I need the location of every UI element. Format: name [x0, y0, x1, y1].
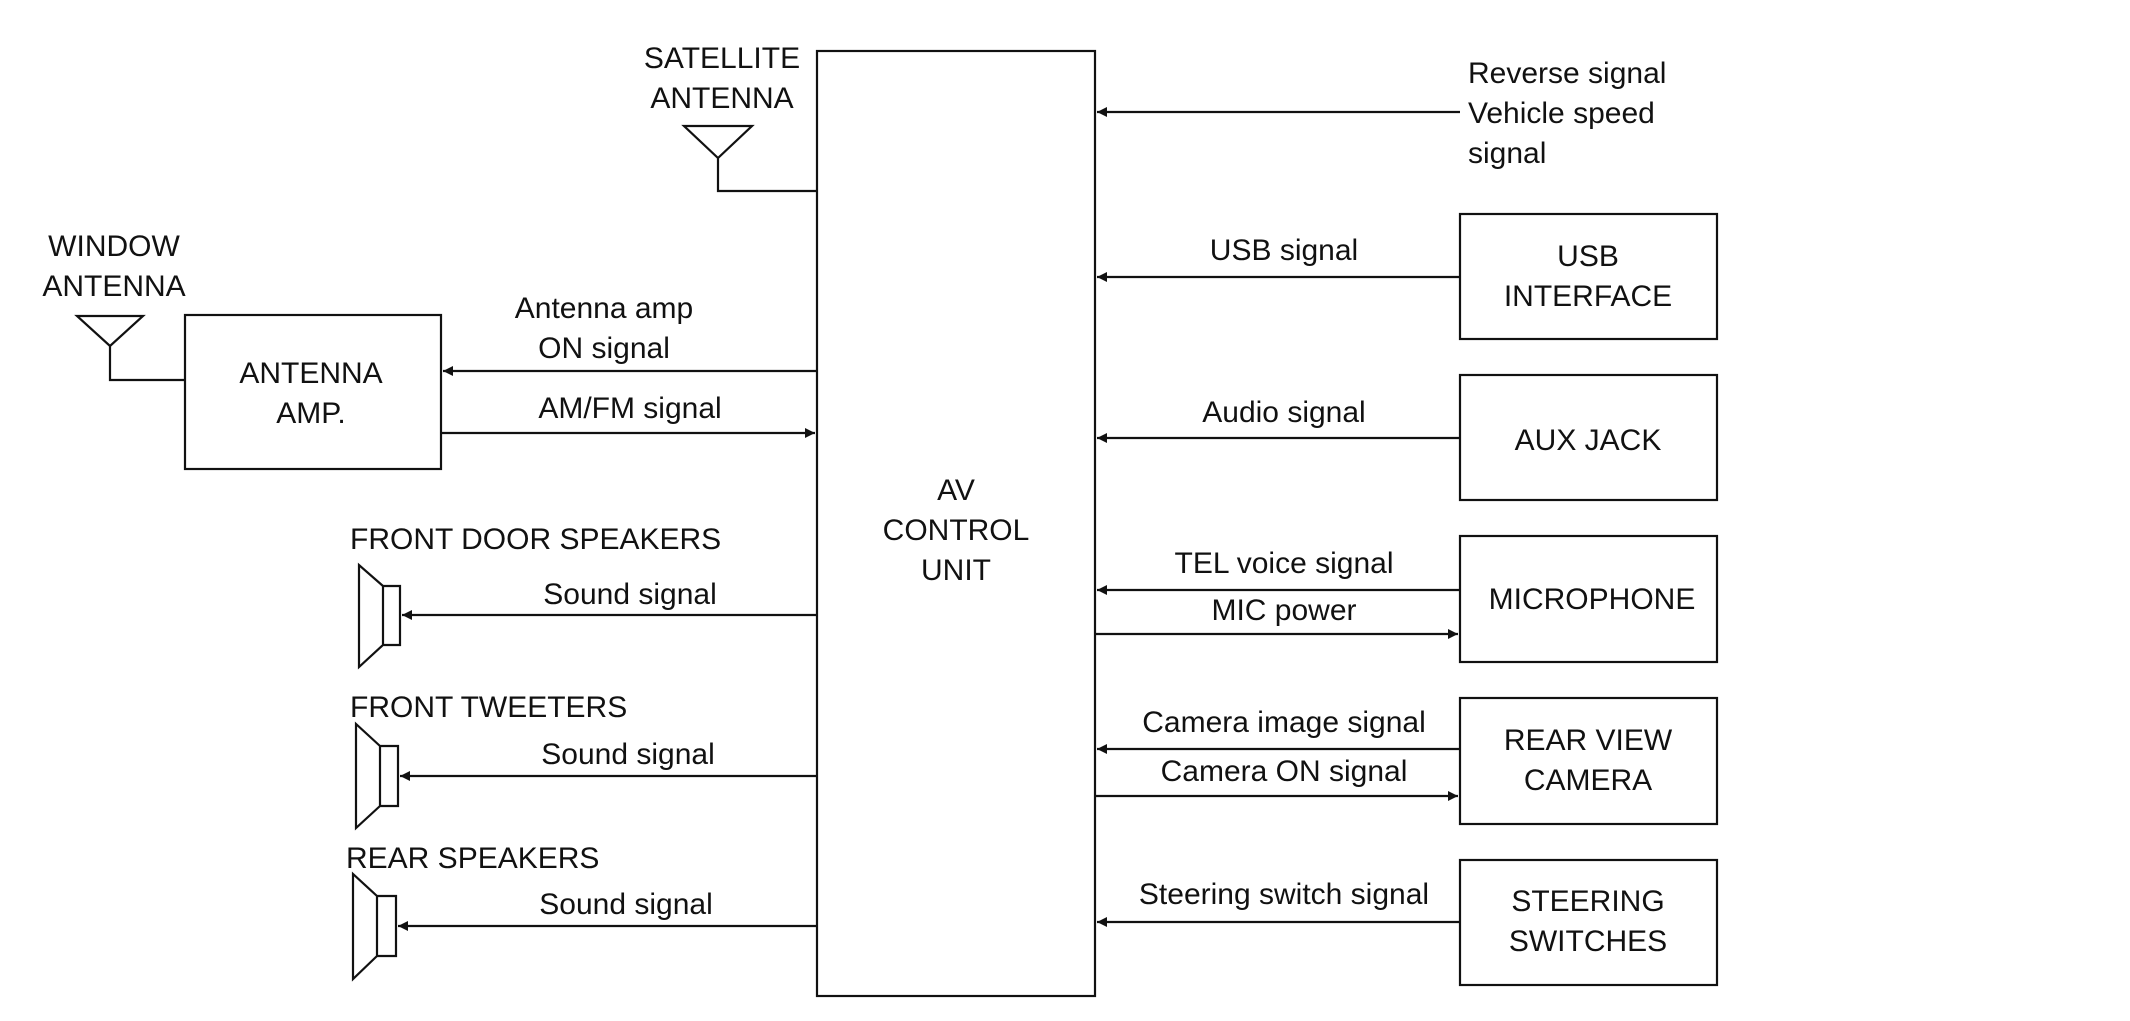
- camera-image-signal-label: Camera image signal: [1142, 706, 1425, 739]
- audio-signal-label: Audio signal: [1202, 396, 1365, 429]
- usb-interface: USB INTERFACE USB signal: [1097, 212, 1719, 341]
- steering-switches-label-1: STEERING: [1511, 885, 1664, 918]
- satellite-antenna-icon: [681, 124, 817, 193]
- window-antenna-label-2: ANTENNA: [42, 270, 185, 303]
- rear-view-camera-label-2: CAMERA: [1524, 764, 1652, 797]
- steering-switch-signal-label: Steering switch signal: [1139, 878, 1429, 911]
- front-door-sound-signal-label: Sound signal: [543, 578, 716, 611]
- front-tweeter-icon: [354, 721, 400, 831]
- vehicle-signals-label-1: Reverse signal: [1468, 57, 1666, 90]
- window-antenna-icon: [74, 314, 185, 382]
- vehicle-signals: Reverse signal Vehicle speed signal: [1097, 57, 1666, 170]
- antenna-amp-box: [183, 313, 443, 471]
- vehicle-signals-label-3: signal: [1468, 137, 1546, 170]
- satellite-antenna: SATELLITE ANTENNA: [644, 42, 817, 193]
- front-tweeters-sound-signal-label: Sound signal: [541, 738, 714, 771]
- front-tweeters: FRONT TWEETERS Sound signal: [350, 691, 817, 831]
- camera-on-signal-label: Camera ON signal: [1161, 755, 1408, 788]
- antenna-amp-label-2: AMP.: [276, 397, 345, 430]
- steering-switches-box: [1458, 858, 1719, 987]
- aux-jack: AUX JACK Audio signal: [1097, 373, 1719, 502]
- rear-sound-signal-label: Sound signal: [539, 888, 712, 921]
- av-control-unit: AV CONTROL UNIT: [815, 49, 1097, 998]
- usb-interface-box: [1458, 212, 1719, 341]
- aux-jack-label: AUX JACK: [1515, 424, 1662, 457]
- front-door-speakers: FRONT DOOR SPEAKERS Sound signal: [350, 523, 817, 670]
- antenna-amp-on-signal-label-2: ON signal: [538, 332, 670, 365]
- av-control-unit-label-3: UNIT: [921, 554, 991, 587]
- rear-speakers-label: REAR SPEAKERS: [346, 842, 599, 875]
- usb-interface-label-1: USB: [1557, 240, 1619, 273]
- rear-speaker-icon: [351, 871, 398, 982]
- av-control-unit-box: [815, 49, 1097, 998]
- front-tweeters-label: FRONT TWEETERS: [350, 691, 627, 724]
- rear-view-camera-box: [1458, 696, 1719, 826]
- steering-switches: STEERING SWITCHES Steering switch signal: [1097, 858, 1719, 987]
- window-antenna: WINDOW ANTENNA: [42, 230, 186, 382]
- antenna-amp-label-1: ANTENNA: [239, 357, 382, 390]
- satellite-antenna-label-2: ANTENNA: [650, 82, 793, 115]
- window-antenna-label-1: WINDOW: [48, 230, 180, 263]
- rear-view-camera: REAR VIEW CAMERA Camera image signal Cam…: [1095, 696, 1719, 826]
- front-door-speaker-icon: [357, 562, 402, 670]
- usb-signal-label: USB signal: [1210, 234, 1358, 267]
- rear-view-camera-label-1: REAR VIEW: [1504, 724, 1673, 757]
- front-door-speakers-label: FRONT DOOR SPEAKERS: [350, 523, 721, 556]
- antenna-amp-on-signal-label-1: Antenna amp: [515, 292, 693, 325]
- tel-voice-signal-label: TEL voice signal: [1175, 547, 1394, 580]
- rear-speakers: REAR SPEAKERS Sound signal: [346, 842, 817, 982]
- usb-interface-label-2: INTERFACE: [1504, 280, 1672, 313]
- steering-switches-label-2: SWITCHES: [1509, 925, 1667, 958]
- av-control-unit-label-1: AV: [937, 474, 975, 507]
- av-control-unit-label-2: CONTROL: [883, 514, 1030, 547]
- microphone-label: MICROPHONE: [1489, 583, 1696, 616]
- satellite-antenna-label-1: SATELLITE: [644, 42, 800, 75]
- mic-power-label: MIC power: [1211, 594, 1356, 627]
- vehicle-signals-label-2: Vehicle speed: [1468, 97, 1655, 130]
- amfm-signal-label: AM/FM signal: [538, 392, 721, 425]
- microphone-box: [1458, 534, 1719, 664]
- antenna-amp: ANTENNA AMP. Antenna amp ON signal AM/FM…: [183, 292, 817, 471]
- microphone: MICROPHONE TEL voice signal MIC power: [1095, 534, 1719, 664]
